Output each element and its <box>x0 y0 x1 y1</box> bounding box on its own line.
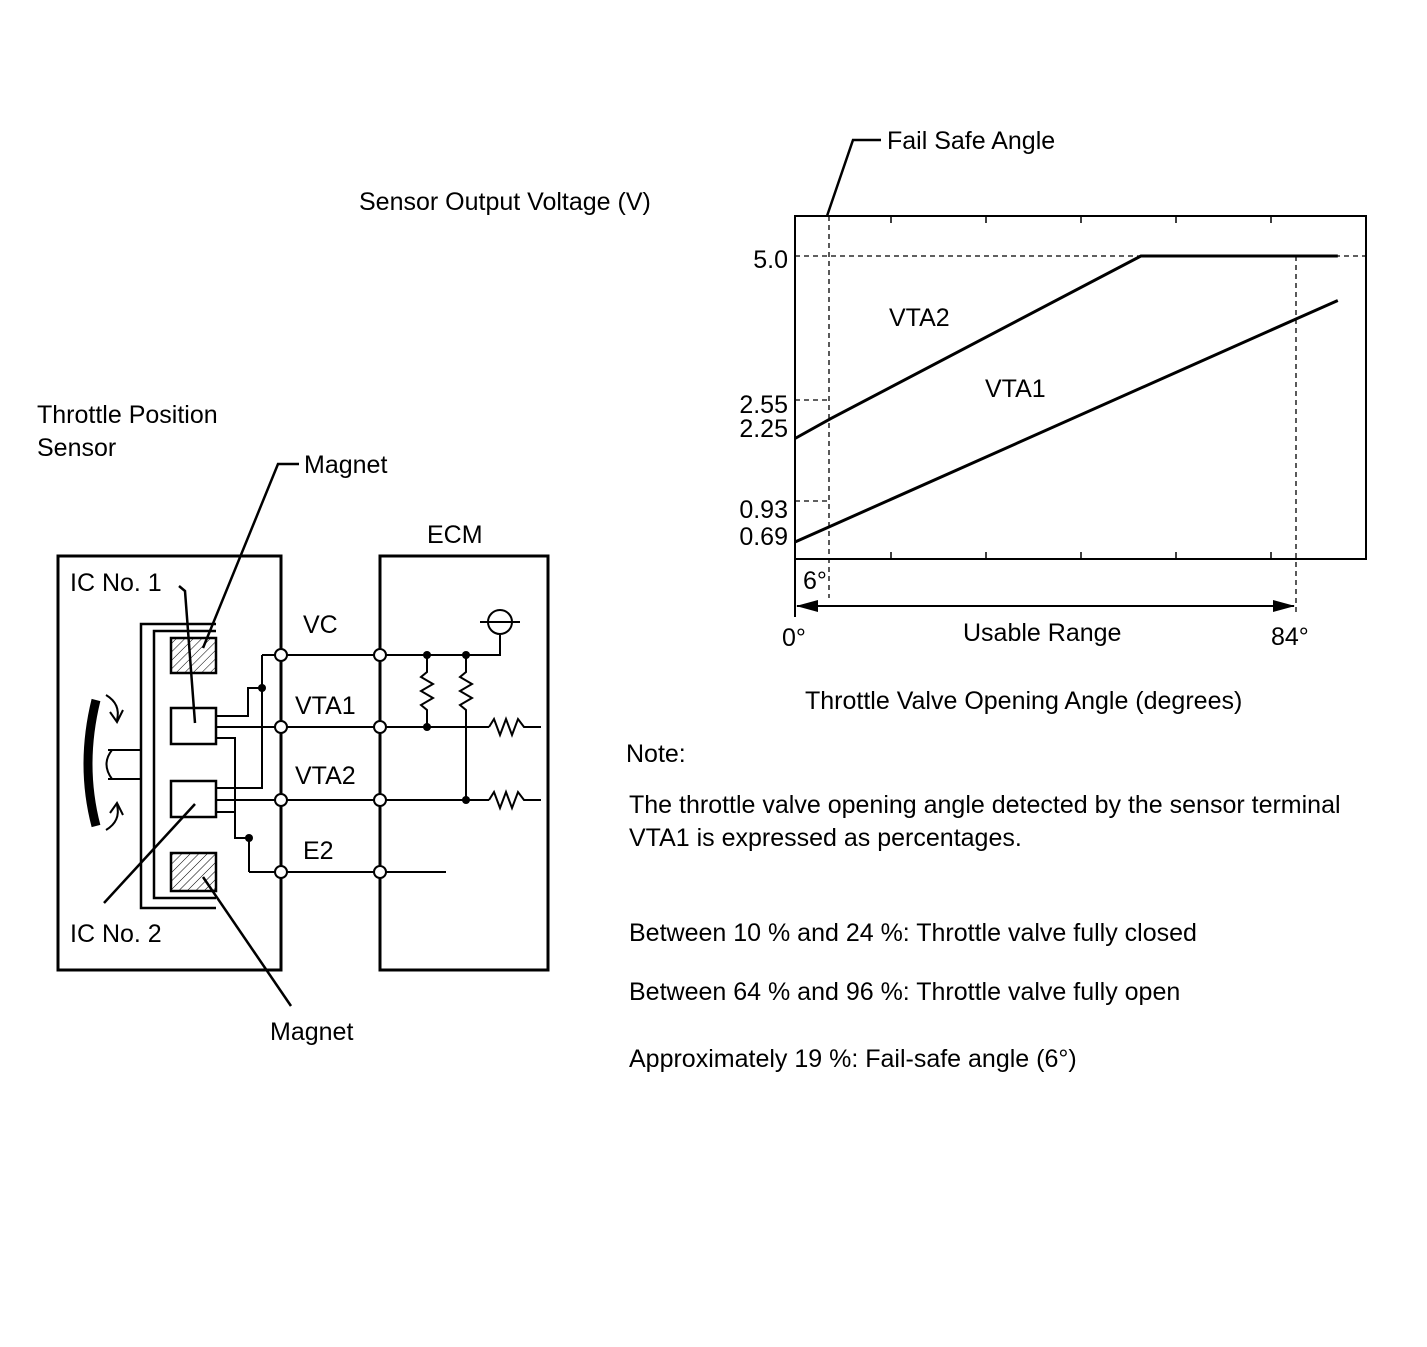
usable-range-label: Usable Range <box>963 619 1121 647</box>
ytick-2-55: 2.55 <box>739 391 788 419</box>
ecm-box <box>378 554 550 972</box>
magnet-top <box>169 636 218 675</box>
ic2-label: IC No. 2 <box>70 920 162 948</box>
magnetic-yoke <box>139 622 216 910</box>
magnet-top-label: Magnet <box>304 451 387 479</box>
circuit-diagram: Throttle Position Sensor ECM Magnet <box>37 401 550 1046</box>
terminal-vc: VC <box>303 611 338 639</box>
magnet-bottom-leader <box>201 876 293 1007</box>
fail-safe-label: Fail Safe Angle <box>887 127 1055 155</box>
ytick-0-69: 0.69 <box>739 523 788 551</box>
vta2-label: VTA2 <box>889 304 950 332</box>
magnet-bottom-label: Magnet <box>270 1018 353 1046</box>
ytick-5-0: 5.0 <box>753 246 788 274</box>
sensor-housing <box>56 554 283 972</box>
terminal-e2: E2 <box>303 837 334 865</box>
note-line1: The throttle valve opening angle detecte… <box>629 791 1341 819</box>
harness-wires <box>249 635 501 873</box>
plot-frame <box>794 215 1367 560</box>
xtick-6deg: 6° <box>803 567 827 595</box>
sensor-title-line2: Sensor <box>37 434 116 462</box>
rotation-icon <box>83 694 141 831</box>
ecm-label: ECM <box>427 521 483 549</box>
note-line2: VTA1 is expressed as percentages. <box>629 824 1022 852</box>
note-heading: Note: <box>626 740 686 768</box>
ic-no2 <box>169 779 218 819</box>
vta1-label: VTA1 <box>985 375 1046 403</box>
ytick-0-93: 0.93 <box>739 496 788 524</box>
guide-lines <box>795 216 1366 612</box>
xtick-0deg: 0° <box>782 624 806 652</box>
sensor-title-line1: Throttle Position <box>37 401 218 429</box>
plot-ticks <box>890 216 1272 559</box>
ecm-internal-circuit <box>419 609 541 811</box>
terminal-vta2: VTA2 <box>295 762 356 790</box>
ic1-leader <box>178 585 197 724</box>
note-open-range: Between 64 % and 96 %: Throttle valve fu… <box>629 978 1181 1006</box>
xtick-84deg: 84° <box>1271 623 1309 651</box>
ic1-label: IC No. 1 <box>70 569 162 597</box>
ic-wiring <box>216 655 281 872</box>
note-closed-range: Between 10 % and 24 %: Throttle valve fu… <box>629 919 1197 947</box>
fail-safe-leader <box>825 138 881 217</box>
terminal-vta1: VTA1 <box>295 692 356 720</box>
magnet-top-leader <box>201 462 299 649</box>
graph-xlabel: Throttle Valve Opening Angle (degrees) <box>805 687 1242 715</box>
ytick-2-25: 2.25 <box>739 415 788 443</box>
voltage-graph: Sensor Output Voltage (V) Throttle Valve… <box>359 127 1367 715</box>
note-failsafe: Approximately 19 %: Fail-safe angle (6°) <box>629 1045 1077 1073</box>
vta2-line <box>794 254 1338 440</box>
vta1-line <box>794 299 1339 544</box>
ic2-leader <box>103 803 196 904</box>
graph-ylabel: Sensor Output Voltage (V) <box>359 188 651 216</box>
terminal-connectors <box>274 648 387 879</box>
